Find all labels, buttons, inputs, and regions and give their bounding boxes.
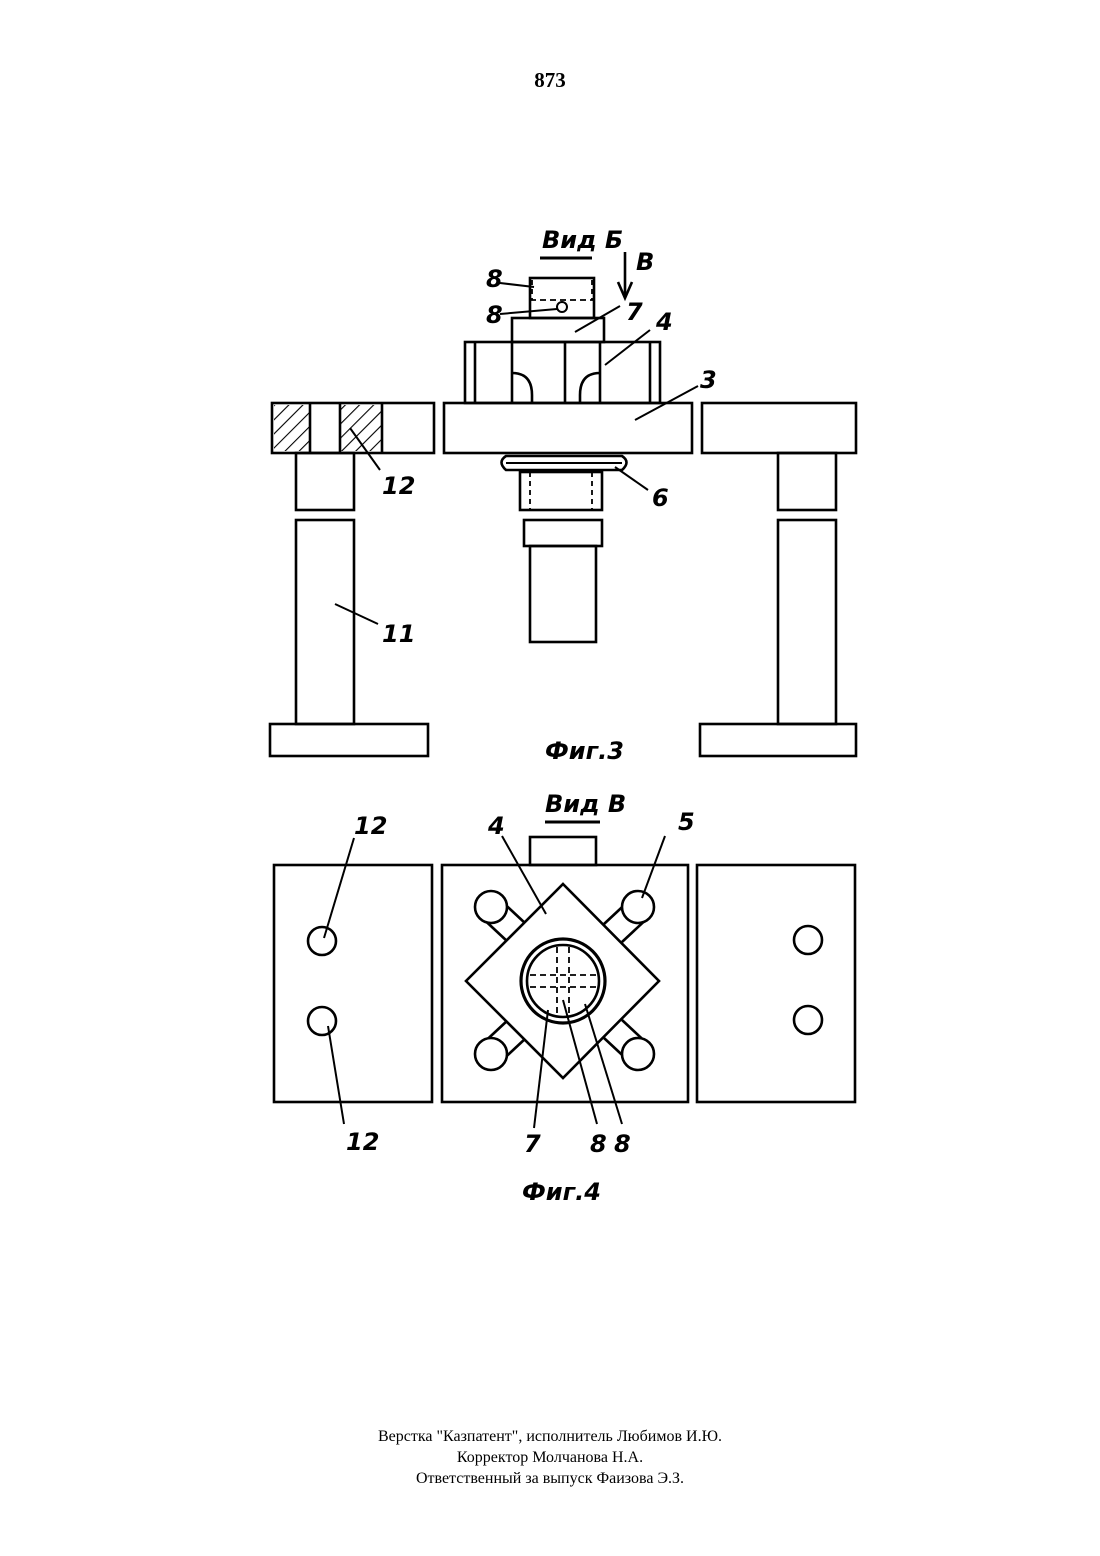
top-tab — [530, 837, 596, 865]
top-pin — [512, 278, 604, 342]
footer-line-3: Ответственный за выпуск Фаизова Э.З. — [0, 1468, 1100, 1489]
fig4-label-12-top: 12 — [354, 812, 387, 840]
lower-shaft — [520, 472, 602, 642]
fig3-label-8-mid: 8 — [486, 301, 503, 329]
fig4-caption: Фиг.4 — [522, 1178, 601, 1206]
hole-12-lower — [308, 1007, 336, 1035]
fig3-caption: Фиг.3 — [545, 737, 624, 765]
view-arrow-v — [618, 252, 632, 298]
left-plate-top-view — [274, 865, 432, 1102]
fig3-label-8-top: 8 — [486, 265, 503, 293]
right-column — [700, 403, 856, 756]
hole-12-upper — [308, 927, 336, 955]
fig3-label-3: 3 — [700, 366, 717, 394]
fig4-view-title: Вид В — [545, 790, 626, 818]
fig3-leader-lines — [335, 258, 698, 624]
fig3-label-6: 6 — [652, 484, 669, 512]
figure-4 — [274, 822, 855, 1128]
fig3-label-4: 4 — [655, 308, 673, 336]
footer-line-1: Верстка "Казпатент", исполнитель Любимов… — [0, 1426, 1100, 1447]
fig4-label-8-right: 8 — [614, 1130, 631, 1158]
fig4-label-8-left: 8 — [590, 1130, 607, 1158]
left-plate-section — [272, 403, 434, 453]
base-plate-3 — [444, 403, 692, 453]
fig4-label-4: 4 — [487, 812, 505, 840]
fig3-label-11: 11 — [382, 620, 415, 648]
fig3-view-title: Вид Б — [542, 226, 623, 254]
footer: Верстка "Казпатент", исполнитель Любимов… — [0, 1426, 1100, 1489]
holder-4 — [465, 342, 660, 403]
figure-3 — [270, 252, 856, 756]
right-plate-top-view — [697, 865, 855, 1102]
fig4-label-12-bottom: 12 — [346, 1128, 379, 1156]
ring-6 — [502, 456, 627, 470]
fig3-arrow-label: В — [636, 248, 654, 276]
fig4-label-5: 5 — [678, 808, 695, 836]
footer-line-2: Корректор Молчанова Н.А. — [0, 1447, 1100, 1468]
fig3-label-7: 7 — [626, 298, 643, 326]
fig4-label-7: 7 — [524, 1130, 541, 1158]
fig3-label-12: 12 — [382, 472, 415, 500]
